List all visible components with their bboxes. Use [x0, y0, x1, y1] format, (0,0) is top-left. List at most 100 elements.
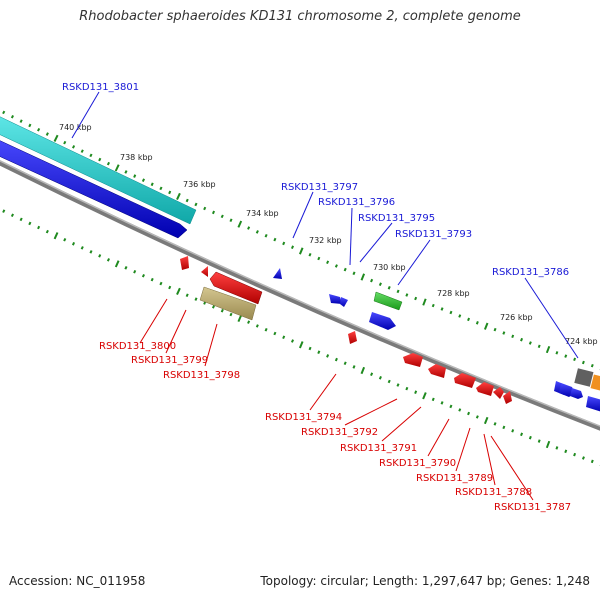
outer-minor-tick	[273, 237, 277, 242]
outer-minor-tick	[159, 186, 163, 191]
inner-minor-tick	[440, 401, 444, 405]
outer-minor-tick	[255, 230, 259, 234]
outer-minor-tick	[449, 310, 453, 315]
outer-minor-tick	[45, 132, 49, 136]
forward-gene-edge[interactable]	[586, 396, 600, 412]
outer-minor-tick	[229, 218, 233, 223]
inner-minor-tick	[520, 432, 524, 437]
inner-minor-tick	[37, 225, 41, 230]
outer-minor-tick	[71, 145, 76, 149]
gene-label-3787[interactable]: RSKD131_3787	[494, 502, 571, 513]
gene-label-3790[interactable]: RSKD131_3790	[379, 458, 456, 469]
inner-scale-track	[2, 209, 600, 466]
outer-minor-tick	[150, 182, 154, 187]
gene-label-3796[interactable]: RSKD131_3796	[318, 197, 395, 208]
outer-minor-tick	[203, 206, 207, 211]
inner-minor-tick	[185, 293, 189, 298]
forward-gene-3795[interactable]	[373, 291, 403, 311]
inner-minor-tick	[370, 372, 374, 376]
forward-gene-3786c[interactable]	[570, 388, 583, 399]
reverse-gene-3788[interactable]	[493, 387, 504, 399]
reverse-gene-3791[interactable]	[428, 364, 446, 378]
inner-major-tick	[483, 416, 489, 425]
gene-label-3789[interactable]: RSKD131_3789	[416, 473, 493, 484]
outer-minor-tick	[141, 178, 146, 183]
gene-label-3795[interactable]: RSKD131_3795	[358, 213, 435, 224]
inner-minor-tick	[2, 209, 6, 213]
gene-label-3786[interactable]: RSKD131_3786	[492, 267, 569, 278]
inner-minor-tick	[573, 452, 577, 457]
gray-gene[interactable]	[574, 368, 594, 387]
reverse-gene-3800[interactable]	[180, 256, 189, 270]
scale-label-726: 726 kbp	[500, 313, 533, 322]
inner-minor-tick	[98, 254, 102, 258]
inner-minor-tick	[475, 415, 479, 419]
reverse-gene-3790[interactable]	[454, 373, 476, 388]
outer-minor-tick	[194, 202, 198, 207]
outer-minor-tick	[308, 252, 312, 257]
inner-minor-tick	[133, 269, 137, 274]
outer-scale-track	[2, 110, 600, 371]
reverse-gene-3798[interactable]	[199, 286, 257, 321]
outer-minor-tick	[89, 153, 93, 158]
inner-minor-tick	[528, 435, 532, 440]
outer-minor-tick	[334, 264, 338, 268]
outer-minor-tick	[28, 123, 32, 128]
forward-gene-3797[interactable]	[273, 268, 282, 279]
gene-label-3793[interactable]: RSKD131_3793	[395, 229, 472, 240]
outer-major-tick	[237, 220, 243, 228]
gene-label-3791[interactable]: RSKD131_3791	[340, 443, 417, 454]
cyan-feature-track[interactable]	[0, 112, 197, 225]
outer-minor-tick	[133, 174, 137, 178]
inner-minor-tick	[396, 383, 400, 387]
inner-minor-tick	[229, 312, 233, 317]
outer-minor-tick	[555, 351, 559, 355]
gene-label-3801[interactable]: RSKD131_3801	[62, 82, 139, 93]
inner-minor-tick	[555, 446, 559, 450]
gene-label-3800[interactable]: RSKD131_3800	[99, 341, 176, 352]
inner-major-tick	[114, 260, 120, 268]
inner-minor-tick	[458, 408, 462, 412]
gene-label-3788[interactable]: RSKD131_3788	[455, 487, 532, 498]
outer-minor-tick	[581, 360, 585, 365]
inner-major-tick	[545, 440, 551, 449]
reverse-gene-3799b[interactable]	[209, 271, 263, 305]
outer-minor-tick	[282, 241, 286, 246]
reverse-gene-3794[interactable]	[348, 331, 357, 344]
inner-minor-tick	[378, 376, 382, 380]
inner-minor-tick	[282, 335, 286, 340]
outer-minor-tick	[431, 303, 435, 308]
inner-minor-tick	[220, 308, 224, 313]
gene-label-3794[interactable]: RSKD131_3794	[265, 412, 342, 423]
inner-minor-tick	[194, 297, 198, 301]
inner-minor-tick	[308, 346, 312, 351]
forward-gene-3801[interactable]	[0, 136, 188, 239]
gene-label-3798[interactable]: RSKD131_3798	[163, 370, 240, 381]
inner-minor-tick	[63, 237, 67, 242]
inner-minor-tick	[590, 459, 594, 464]
outer-major-tick	[298, 247, 304, 255]
reverse-gene-3789[interactable]	[476, 382, 494, 396]
inner-minor-tick	[352, 365, 356, 369]
outer-minor-tick	[458, 314, 462, 318]
gene-label-3799[interactable]: RSKD131_3799	[131, 355, 208, 366]
inner-minor-tick	[247, 320, 251, 324]
forward-gene-3796[interactable]	[329, 294, 342, 304]
gene-label-3792[interactable]: RSKD131_3792	[301, 427, 378, 438]
reverse-gene-3787[interactable]	[503, 391, 512, 404]
inner-minor-tick	[564, 449, 568, 454]
inner-minor-tick	[511, 429, 515, 433]
forward-gene-3796b[interactable]	[340, 297, 348, 307]
orange-gene[interactable]	[590, 374, 600, 392]
inner-major-tick	[53, 232, 59, 240]
inner-minor-tick	[326, 354, 330, 358]
forward-gene-3793[interactable]	[369, 312, 396, 330]
reverse-gene-3799[interactable]	[201, 266, 208, 277]
reverse-gene-3792[interactable]	[403, 353, 423, 367]
outer-minor-tick	[378, 282, 382, 286]
inner-minor-tick	[211, 305, 216, 309]
chromosome-backbone-highlight	[0, 160, 600, 427]
inner-minor-tick	[159, 281, 163, 286]
gene-label-3797[interactable]: RSKD131_3797	[281, 182, 358, 193]
